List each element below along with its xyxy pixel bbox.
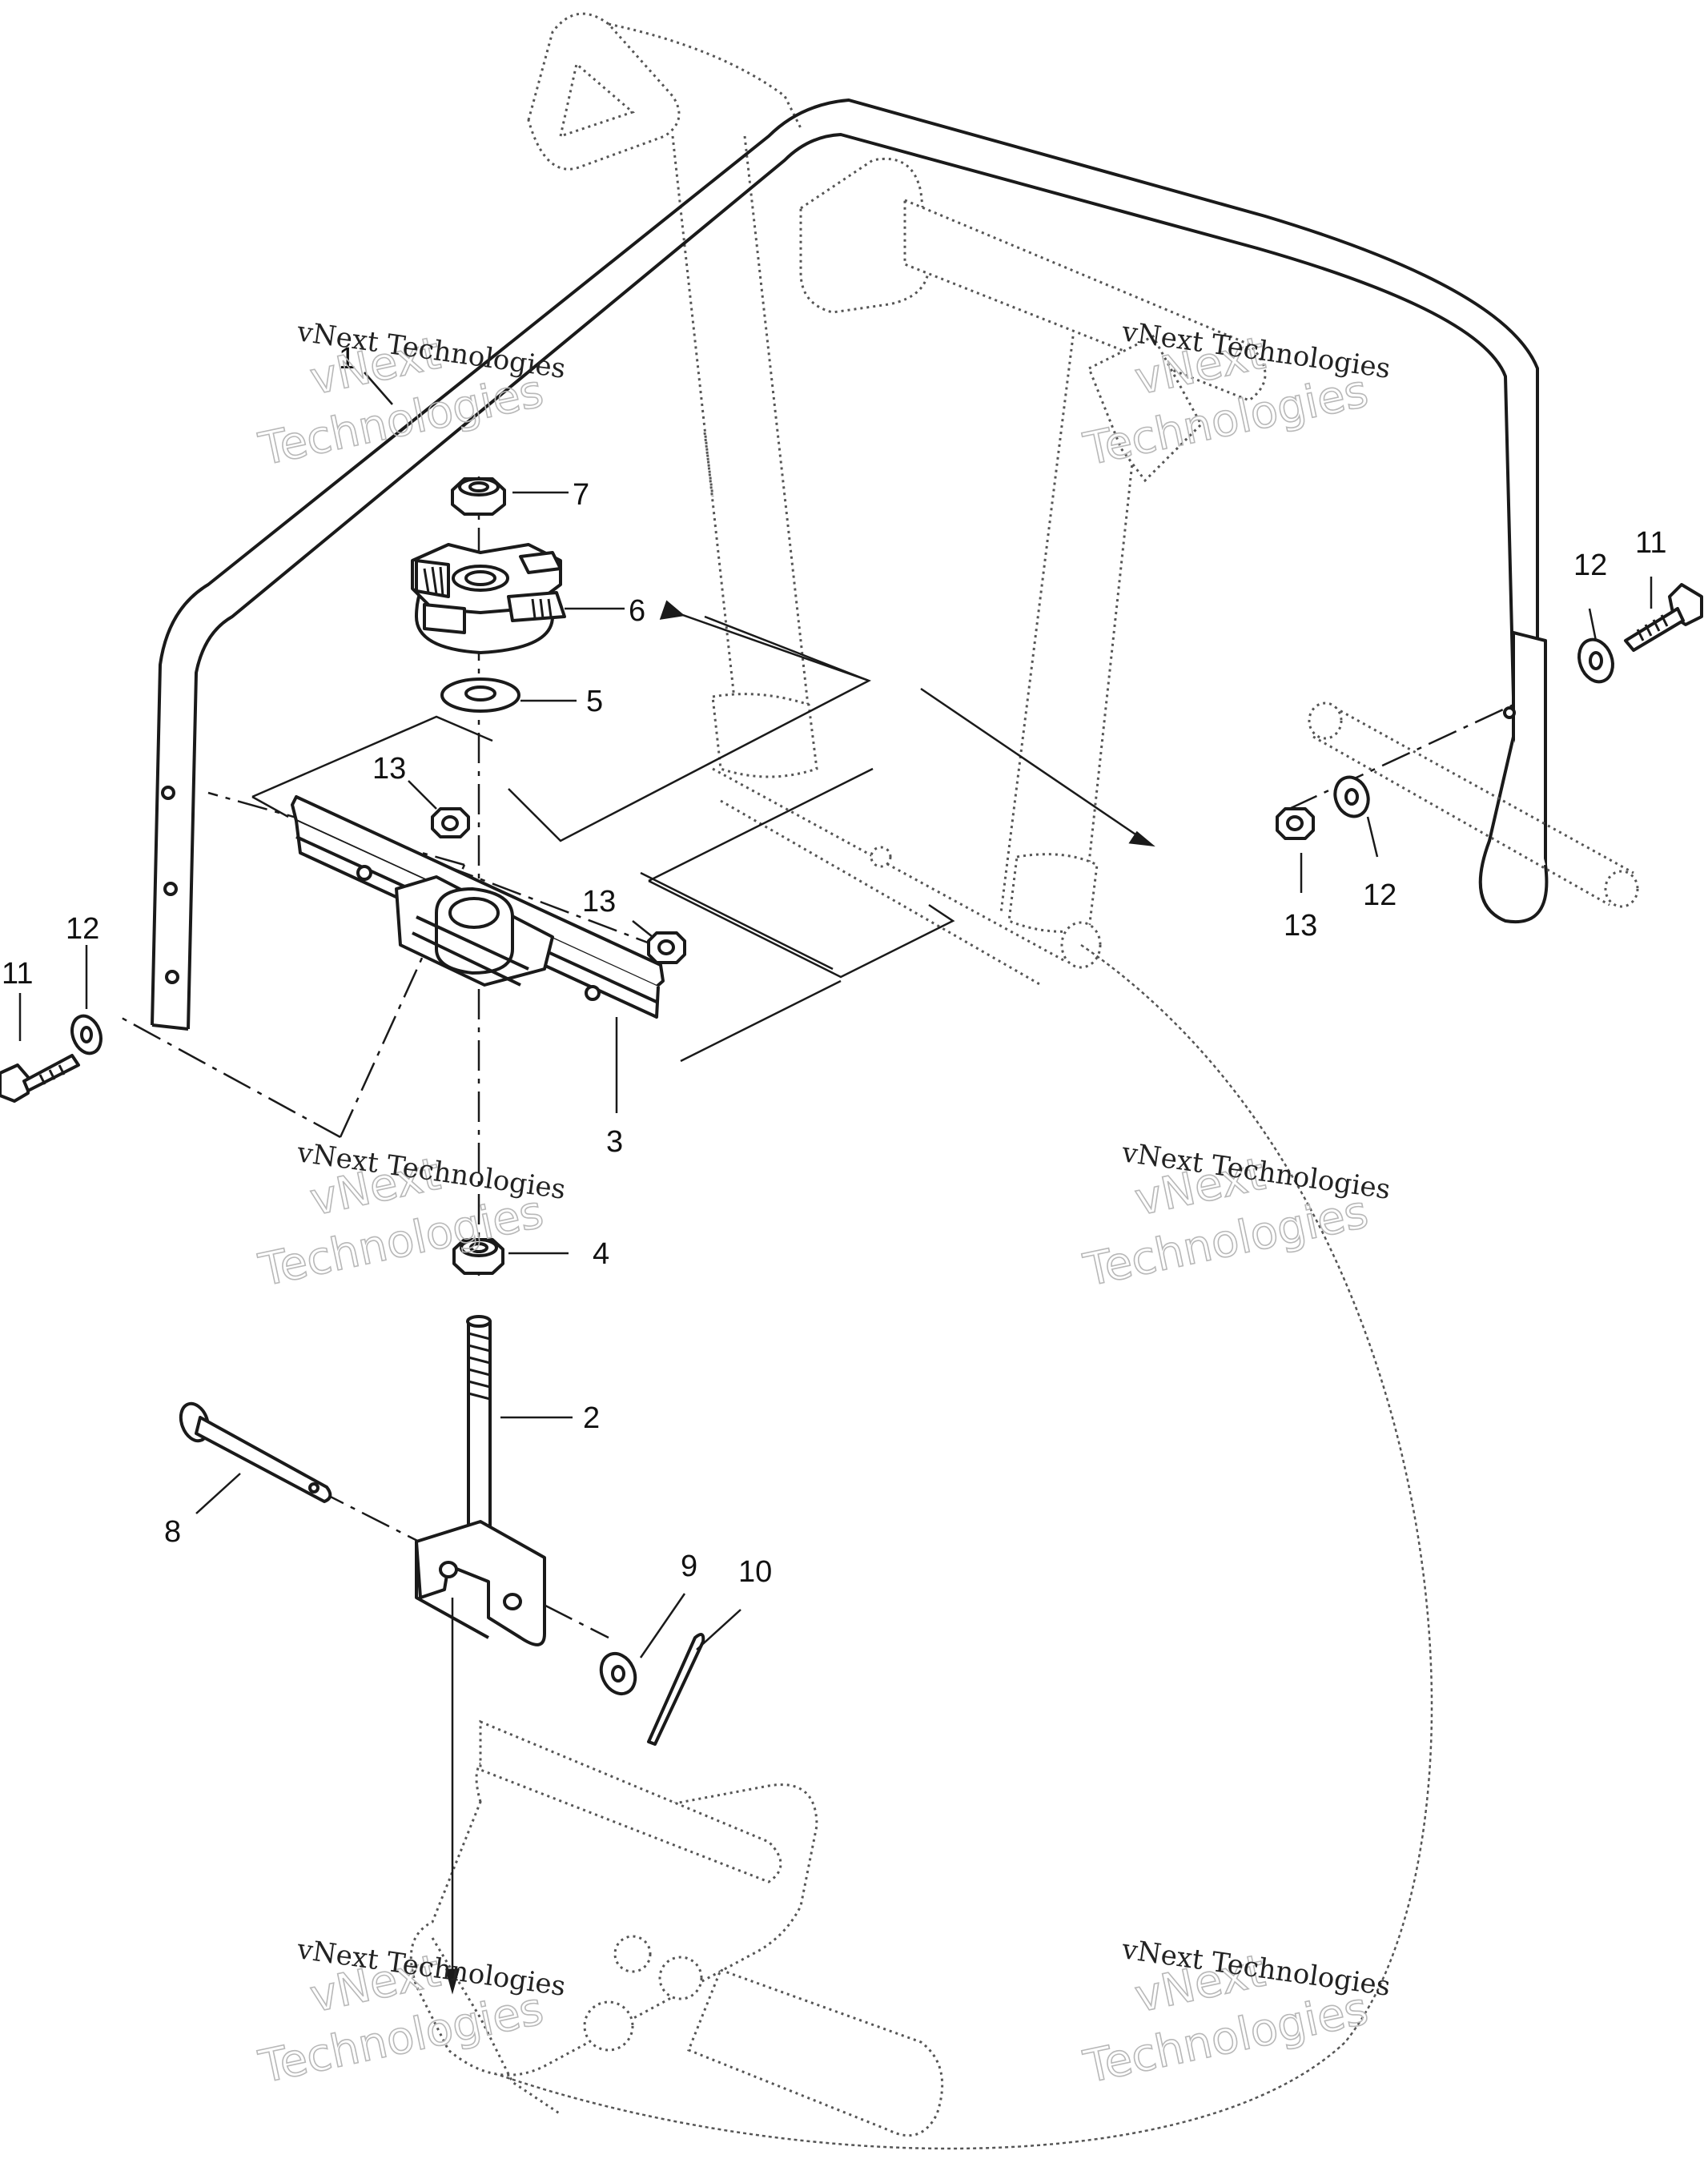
part-4-nut bbox=[452, 1238, 504, 1275]
part-13-nut-top bbox=[431, 807, 470, 838]
part-3-mounting-plate bbox=[291, 795, 665, 1019]
part-9-washer bbox=[599, 1651, 637, 1696]
part-10-cotter-pin bbox=[647, 1633, 705, 1746]
part-11-bolt-left bbox=[0, 1054, 80, 1103]
part-11-bolt-right bbox=[1624, 583, 1703, 652]
callout-1: 1 bbox=[339, 342, 356, 376]
part-7-nut bbox=[451, 477, 506, 516]
callout-12-right-top: 12 bbox=[1573, 549, 1607, 582]
callout-3: 3 bbox=[606, 1125, 623, 1159]
callout-4: 4 bbox=[593, 1237, 609, 1271]
callout-5: 5 bbox=[586, 685, 603, 718]
callout-10: 10 bbox=[738, 1555, 772, 1589]
callout-6: 6 bbox=[629, 594, 645, 628]
callout-2: 2 bbox=[583, 1401, 600, 1435]
part-12-washer-right-bottom bbox=[1333, 775, 1370, 818]
part-12-washer-left bbox=[70, 1014, 102, 1055]
frame-bracket bbox=[151, 98, 1639, 1031]
callout-12-left: 12 bbox=[66, 912, 99, 946]
callout-11-left: 11 bbox=[2, 957, 33, 991]
part-13-nut-right bbox=[1276, 807, 1315, 840]
part-12-washer-right-top bbox=[1577, 637, 1614, 684]
leader-lines bbox=[18, 372, 1653, 1658]
center-lines bbox=[119, 476, 1514, 1995]
part-13-nut-mid bbox=[647, 931, 686, 964]
callout-12-right-bottom: 12 bbox=[1363, 878, 1397, 912]
ghost-assembly bbox=[409, 12, 1433, 2150]
callout-13-top: 13 bbox=[372, 752, 406, 786]
part-6-ratchet-knob bbox=[411, 543, 566, 654]
assembly-planes bbox=[251, 615, 955, 1063]
callout-9: 9 bbox=[681, 1550, 697, 1583]
part-5-washer bbox=[440, 677, 520, 713]
callout-8: 8 bbox=[164, 1515, 181, 1549]
callout-13-mid: 13 bbox=[582, 885, 616, 919]
callout-11-right: 11 bbox=[1635, 526, 1666, 560]
callout-13-right: 13 bbox=[1284, 909, 1317, 943]
part-8-clevis-pin bbox=[179, 1401, 332, 1503]
part-2-threaded-rod bbox=[415, 1315, 546, 1646]
callout-7: 7 bbox=[573, 478, 589, 512]
callout-numbers: 1 7 6 5 13 13 3 4 2 8 9 10 11 12 12 13 1… bbox=[2, 342, 1666, 1589]
